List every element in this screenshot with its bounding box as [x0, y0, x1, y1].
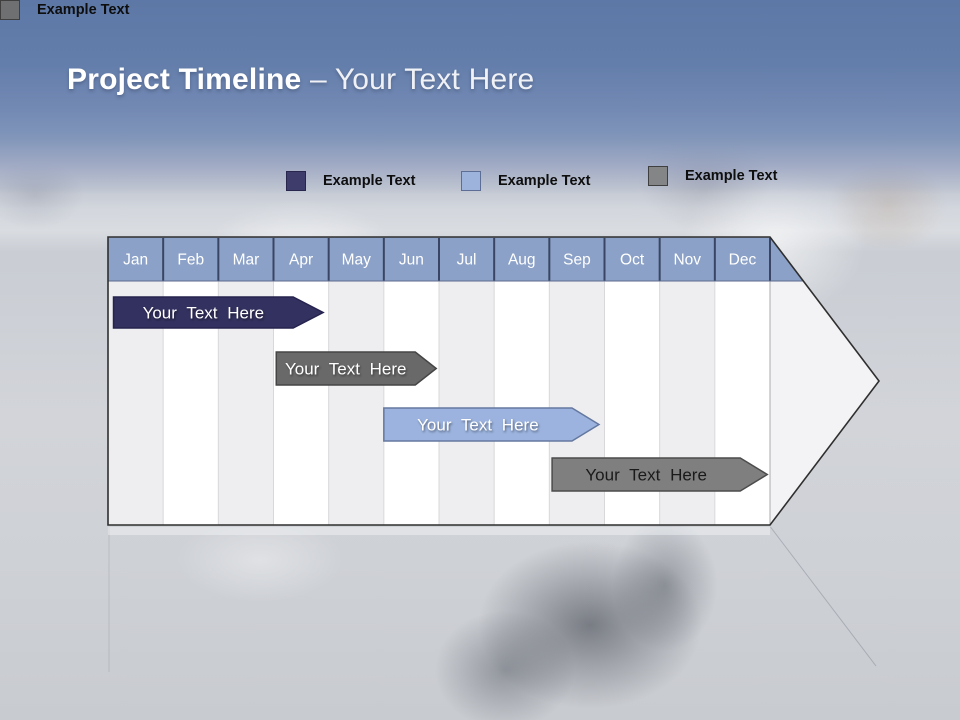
timeline-bar — [112, 296, 325, 329]
month-label: Jan — [123, 252, 148, 269]
legend-swatch-navy — [286, 171, 306, 191]
legend-item-2: Example Text — [461, 171, 590, 191]
legend-label: Example Text — [323, 173, 416, 189]
reflection-glow — [108, 527, 770, 535]
timeline-reflection — [108, 526, 877, 672]
page-title: Project Timeline – Your Text Here — [67, 60, 534, 100]
timeline-bar — [551, 457, 769, 492]
column-stripe — [439, 281, 495, 525]
column-stripe — [328, 281, 384, 525]
month-label: Jun — [399, 252, 424, 269]
legend-label: Example Text — [37, 2, 130, 18]
month-label: Dec — [729, 252, 757, 269]
month-label: Mar — [233, 252, 260, 269]
month-label: Sep — [563, 252, 591, 269]
arrow-outline — [107, 236, 881, 526]
timeline-bar — [383, 407, 601, 442]
timeline-bar-label: Your Text Here — [585, 466, 707, 485]
timeline-bar-label: Your Text Here — [285, 360, 407, 379]
month-label: Oct — [620, 252, 645, 269]
timeline-bar-label: Your Text Here — [143, 304, 265, 323]
month-label: Feb — [177, 252, 204, 269]
timeline-month-header: Jan Feb Mar Apr May Jun Jul Aug Sep Oct Nov Dec — [108, 237, 804, 282]
title-suffix: Your Text Here — [334, 63, 535, 96]
timeline-bar — [275, 351, 438, 386]
legend-swatch-lightblue — [461, 171, 481, 191]
legend-swatch-darkgray — [0, 0, 20, 20]
legend-label: Example Text — [498, 173, 591, 189]
title-main: Project Timeline — [67, 63, 302, 96]
month-label: Nov — [673, 252, 701, 269]
month-label: Aug — [508, 252, 536, 269]
month-label: May — [342, 252, 372, 269]
timeline-arrow-outline — [107, 236, 881, 526]
legend-label: Example Text — [685, 168, 778, 184]
legend-item-4: Example Text — [0, 0, 129, 20]
month-label: Jul — [457, 252, 477, 269]
title-separator: – — [309, 63, 327, 96]
timeline-bar-label: Your Text Here — [417, 416, 539, 435]
month-label: Apr — [289, 252, 313, 269]
legend-swatch-gray — [648, 166, 668, 186]
month-header-band — [108, 237, 804, 281]
reflection-diagonal — [770, 526, 877, 667]
legend-item-1: Example Text — [286, 171, 415, 191]
legend-item-3: Example Text — [648, 166, 777, 186]
